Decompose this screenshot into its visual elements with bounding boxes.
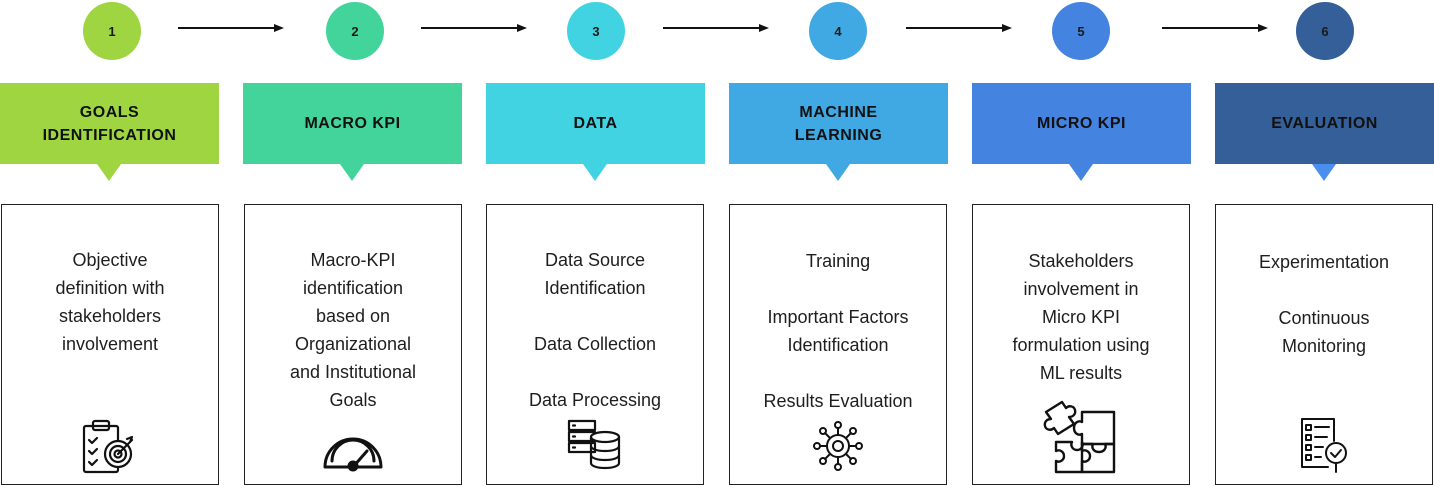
step-4-title: MACHINE LEARNING <box>794 103 883 144</box>
step-2-line: Macro-KPI <box>310 250 396 270</box>
step-2-line: Organizational <box>294 334 412 354</box>
step-6-number: 6 <box>1321 23 1329 39</box>
step-6-description: Experimentation Continuous Monitoring <box>1216 248 1432 360</box>
neural-gear-icon <box>813 421 863 471</box>
step-3-gap <box>487 358 703 386</box>
step-4-header: MACHINE LEARNING <box>729 83 948 164</box>
step-3-card: Data Source Identification Data Collecti… <box>486 204 704 485</box>
step-3-number: 3 <box>592 23 600 39</box>
step-5-number: 5 <box>1077 23 1085 39</box>
step-5-card: Stakeholders involvement in Micro KPI fo… <box>972 204 1190 485</box>
step-3-line: Identification <box>544 278 646 298</box>
step-4-card: Training Important Factors Identificatio… <box>729 204 947 485</box>
step-5-description: Stakeholders involvement in Micro KPI fo… <box>973 247 1189 387</box>
step-2-description: Macro-KPI identification based on Organi… <box>245 246 461 414</box>
step-4-description: Training Important Factors Identificatio… <box>730 247 946 415</box>
step-6-line: Monitoring <box>1281 336 1367 356</box>
step-1-description: Objective definition with stakeholders i… <box>2 246 218 358</box>
step-2-title: MACRO KPI <box>304 115 401 132</box>
step-1-header: GOALS IDENTIFICATION <box>0 83 219 164</box>
step-3-gap <box>487 302 703 330</box>
step-2-number: 2 <box>351 23 359 39</box>
step-3-pointer <box>583 164 607 181</box>
step-1-card: Objective definition with stakeholders i… <box>1 204 219 485</box>
step-6-pointer <box>1312 164 1336 181</box>
database-server-icon <box>567 419 621 470</box>
step-1-line: involvement <box>61 334 159 354</box>
arrow-1-to-2 <box>178 24 284 32</box>
step-2-line: Goals <box>329 390 377 410</box>
speedometer-icon <box>323 437 383 472</box>
step-4-line: Important Factors <box>767 307 909 327</box>
step-2-header: MACRO KPI <box>243 83 462 164</box>
step-6-title: EVALUATION <box>1271 115 1378 132</box>
checklist-magnifier-icon <box>1301 418 1347 473</box>
step-5-line: involvement in <box>1023 279 1139 299</box>
step-3-description: Data Source Identification Data Collecti… <box>487 246 703 414</box>
arrow-2-to-3 <box>421 24 527 32</box>
arrow-4-to-5 <box>906 24 1012 32</box>
step-3-line: Data Source <box>544 250 646 270</box>
clipboard-target-icon <box>82 419 134 474</box>
puzzle-icon <box>1043 400 1116 474</box>
step-1-circle: 1 <box>83 2 141 60</box>
step-1-line: definition with <box>55 278 165 298</box>
step-2-pointer <box>340 164 364 181</box>
step-2-line: based on <box>315 306 391 326</box>
arrow-3-to-4 <box>663 24 769 32</box>
step-5-pointer <box>1069 164 1093 181</box>
step-2-line: and Institutional <box>289 362 417 382</box>
step-3-line: Data Processing <box>528 390 662 410</box>
step-6-line: Experimentation <box>1258 252 1390 272</box>
step-4-line: Identification <box>787 335 889 355</box>
step-3-title: DATA <box>573 115 618 132</box>
step-2-card: Macro-KPI identification based on Organi… <box>244 204 462 485</box>
step-4-pointer <box>826 164 850 181</box>
step-1-line: Objective <box>72 250 148 270</box>
step-1-number: 1 <box>108 23 116 39</box>
step-5-title: MICRO KPI <box>1037 115 1126 132</box>
step-5-circle: 5 <box>1052 2 1110 60</box>
step-5-line: Micro KPI <box>1041 307 1120 327</box>
step-3-line: Data Collection <box>533 334 657 354</box>
step-2-line: identification <box>302 278 404 298</box>
step-4-gap <box>730 359 946 387</box>
step-6-line: Continuous <box>1278 308 1370 328</box>
step-4-line: Results Evaluation <box>763 391 913 411</box>
step-3-header: DATA <box>486 83 705 164</box>
arrow-5-to-6 <box>1162 24 1268 32</box>
step-4-circle: 4 <box>809 2 867 60</box>
step-5-line: Stakeholders <box>1028 251 1134 271</box>
step-6-circle: 6 <box>1296 2 1354 60</box>
step-5-line: formulation using <box>1012 335 1150 355</box>
step-4-number: 4 <box>834 23 842 39</box>
step-2-circle: 2 <box>326 2 384 60</box>
step-6-gap <box>1216 276 1432 304</box>
step-4-line: Training <box>805 251 871 271</box>
step-3-circle: 3 <box>567 2 625 60</box>
step-1-pointer <box>97 164 121 181</box>
step-5-header: MICRO KPI <box>972 83 1191 164</box>
step-5-line: ML results <box>1039 363 1123 383</box>
step-4-gap <box>730 275 946 303</box>
step-6-header: EVALUATION <box>1215 83 1434 164</box>
step-1-line: stakeholders <box>58 306 162 326</box>
step-6-card: Experimentation Continuous Monitoring <box>1215 204 1433 485</box>
step-1-title: GOALS IDENTIFICATION <box>42 103 177 144</box>
